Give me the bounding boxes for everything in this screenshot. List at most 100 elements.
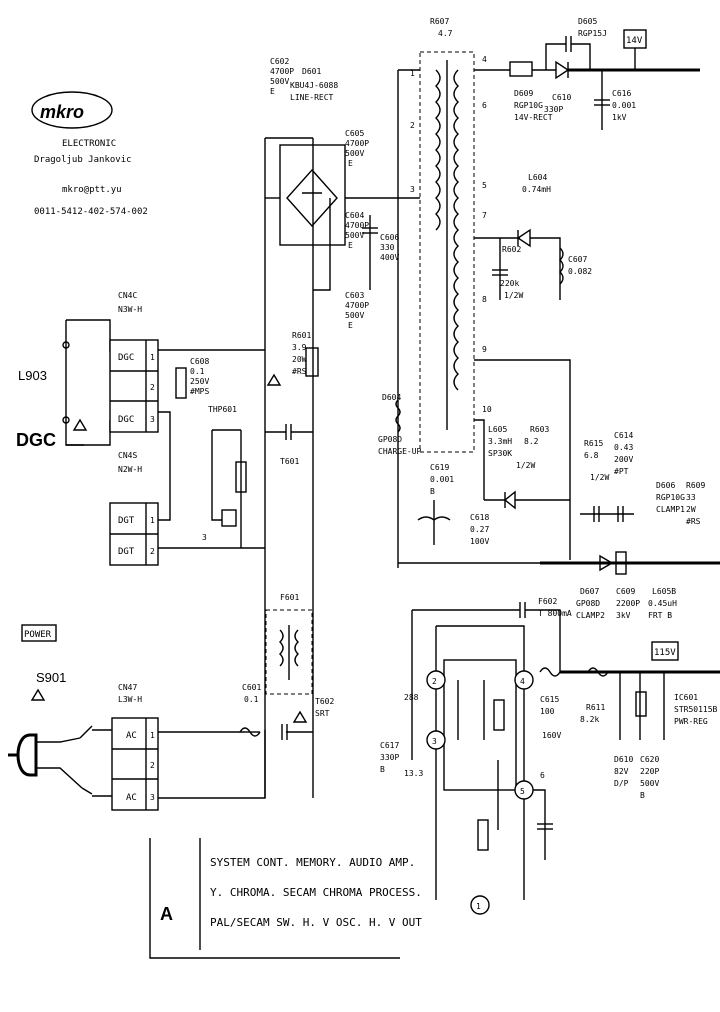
logo: mkro ELECTRONIC xyxy=(31,91,116,149)
voltage-14v: 14V xyxy=(626,36,643,46)
pin-number: 2 xyxy=(410,121,415,130)
c620-rating: B xyxy=(380,765,385,774)
c616-value: 220k xyxy=(500,279,519,288)
l605-id: C619 xyxy=(430,463,449,472)
pin-number: 6 xyxy=(540,771,545,780)
author-email: mkro@ptt.yu xyxy=(62,185,122,195)
pin-number: 3 xyxy=(150,415,155,424)
d607-rating: FRT B xyxy=(648,611,672,620)
c616-id: R602 xyxy=(502,245,521,254)
pin-number: 2 xyxy=(150,547,155,556)
r601-resistor xyxy=(305,347,319,377)
c608-id: T601 xyxy=(280,457,299,466)
l605b-value: 100 xyxy=(540,707,555,716)
c619-rating: 1/2W xyxy=(590,473,609,482)
pin-number: 7 xyxy=(482,211,487,220)
c616-rating: 1/2W xyxy=(504,291,523,300)
cn4s-pin2-label: DGT xyxy=(118,547,135,557)
ic601-pins: 2 3 4 5 1 xyxy=(426,670,534,915)
warning-triangle-icon xyxy=(292,710,308,723)
t602-transformer xyxy=(419,51,475,453)
r615-value: RGP10G xyxy=(656,493,685,502)
c606-rating: 400V xyxy=(380,253,399,262)
note-line-2: Y. CHROMA. SECAM CHROMA PROCESS. xyxy=(210,886,422,899)
c602-id: C602 xyxy=(270,57,289,66)
pin-number: 1 xyxy=(150,516,155,525)
r607-id: D609 xyxy=(514,89,533,98)
c607-value: 3.3mH xyxy=(488,437,512,446)
note-line-1: SYSTEM CONT. MEMORY. AUDIO AMP. xyxy=(210,856,415,869)
c605-rating: 500V xyxy=(345,149,364,158)
l604-id: C607 xyxy=(568,255,587,264)
author-phone: 0011-5412-402-574-002 xyxy=(34,207,148,217)
pin-number: 2 xyxy=(150,761,155,770)
d601-id: D601 xyxy=(302,67,321,76)
d604-diode xyxy=(503,490,516,510)
c603-extra: E xyxy=(348,321,353,330)
d604-value: 8.2 xyxy=(524,437,539,446)
c607-id: L605 xyxy=(488,425,507,434)
voltage-115v-tag xyxy=(651,641,679,661)
note-block: A SYSTEM CONT. MEMORY. AUDIO AMP. Y. CHR… xyxy=(149,838,422,959)
r601-extra: #RS xyxy=(292,367,307,376)
c614-extra: #RS xyxy=(686,517,701,526)
c609-id: F602 xyxy=(538,597,557,606)
l604-value: 0.082 xyxy=(568,267,592,276)
c612-value: 0.001 xyxy=(612,101,636,110)
cn47-pin1-label: AC xyxy=(126,731,137,741)
c605-extra: E xyxy=(348,159,353,168)
r607-value: RGP10G xyxy=(514,101,543,110)
d609-value: 330P xyxy=(544,105,563,114)
t602-value: 4.7 xyxy=(438,29,453,38)
r604-id: C608 xyxy=(190,357,209,366)
d606-value: GP08D xyxy=(576,599,600,608)
c604-id: C604 xyxy=(345,211,364,220)
l605b-id: C615 xyxy=(540,695,559,704)
voltage-133: 13.3 xyxy=(404,769,423,778)
cn4s-name: CN4S xyxy=(118,451,137,460)
pin-number: 8 xyxy=(482,295,487,304)
c619-value: 6.8 xyxy=(584,451,599,460)
f601-value: 0.1 xyxy=(244,695,259,704)
pin-number: 5 xyxy=(520,787,525,796)
c602-value: 4700P xyxy=(270,67,294,76)
cn4c-pin1-label: DGC xyxy=(118,353,134,363)
cn4s-connector: DGT DGT 1 2 xyxy=(109,502,159,566)
c606-id: C606 xyxy=(380,233,399,242)
c618-rating: 200V xyxy=(614,455,633,464)
c615-rating: D/P xyxy=(614,779,629,788)
l605b-inductor xyxy=(539,667,561,677)
l605-rating: B xyxy=(430,487,435,496)
cn4c-type: N3W-H xyxy=(118,305,142,314)
pin-number: 6 xyxy=(482,101,487,110)
c605-id: C605 xyxy=(345,129,364,138)
c615-id: D610 xyxy=(614,755,633,764)
t601-id: F601 xyxy=(280,593,299,602)
pin-number: 2 xyxy=(432,677,437,686)
r607-resistor xyxy=(509,61,533,77)
voltage-115v: 115V xyxy=(654,648,676,658)
note-line-3: PAL/SECAM SW. H. V OSC. H. V OUT xyxy=(210,916,422,929)
c605-value: 4700P xyxy=(345,139,369,148)
c603-rating: 500V xyxy=(345,311,364,320)
warning-triangle-icon xyxy=(72,418,88,431)
r603-rating: 100V xyxy=(470,537,489,546)
c614-value: 33 xyxy=(686,493,696,502)
r611-id: C620 xyxy=(640,755,659,764)
r609-value: 2200P xyxy=(616,599,640,608)
c612-id: C616 xyxy=(612,89,631,98)
r611-resistor xyxy=(635,691,647,717)
c618-value: 0.43 xyxy=(614,443,633,452)
c620-value: 330P xyxy=(380,753,399,762)
ac-plug xyxy=(8,725,112,797)
author-name: Dragoljub Jankovic xyxy=(34,155,132,165)
d610-rating: PWR-REG xyxy=(674,717,708,726)
r604-rating: 250V xyxy=(190,377,209,386)
c614-rating: 2W xyxy=(686,505,696,514)
pin-number: 4 xyxy=(520,677,525,686)
d604-rating: 1/2W xyxy=(516,461,535,470)
pin-number: 4 xyxy=(482,55,487,64)
r611-rating: 500V xyxy=(640,779,659,788)
r615-rating: CLAMP1 xyxy=(656,505,685,514)
d607-id: L605B xyxy=(652,587,676,596)
